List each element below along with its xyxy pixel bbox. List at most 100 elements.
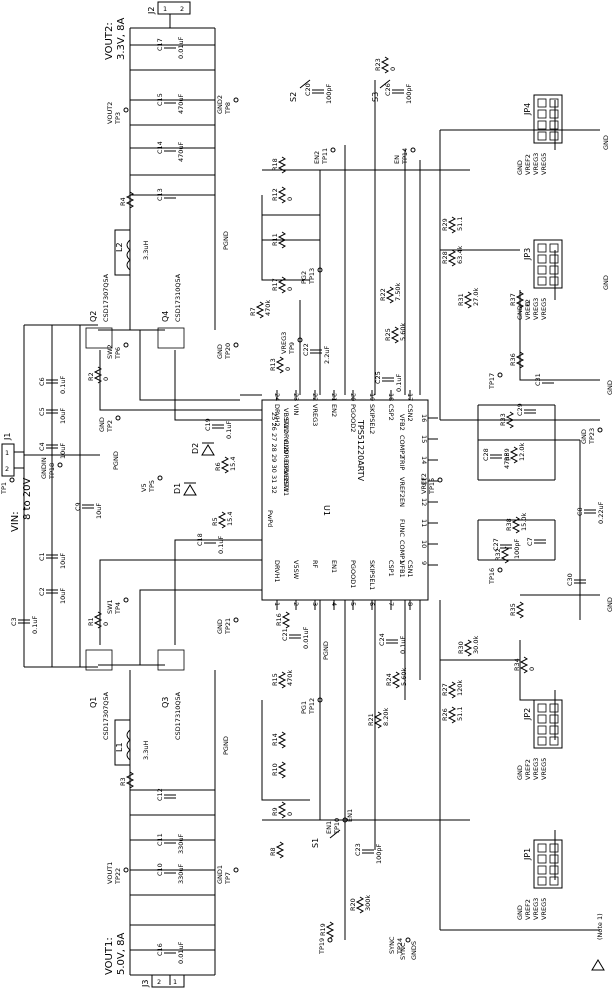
capacitor-ref: C8: [576, 507, 584, 516]
ic-part: TPS51220ARTV: [356, 419, 365, 482]
testpoint-ref: TP10: [333, 818, 341, 835]
ic-pin-name: DRVL1: [282, 461, 290, 482]
testpoint-label: GNDIN: [40, 457, 48, 479]
capacitor: C7: [526, 537, 546, 546]
resistor: R10: [271, 761, 287, 779]
ic-pin-name: V5SW: [292, 560, 300, 580]
resistor-ref: R23: [374, 58, 382, 71]
resistor-value: 120k: [456, 680, 464, 696]
mosfet-q2-part: CSD17307Q5A: [102, 273, 110, 322]
warning-triangle-icon: [591, 959, 605, 971]
connector-pin: 1: [163, 5, 167, 13]
resistor-value: 15.0k: [520, 513, 528, 531]
resistor: R14: [271, 731, 287, 749]
connector-pin: 1: [173, 978, 177, 986]
jumper-pin-label: GND: [516, 905, 524, 920]
connector-j3-ref: J3: [141, 980, 150, 988]
ic-pin-name: DRVH2: [273, 404, 281, 427]
ic-pin-number: 29: [270, 454, 278, 462]
ic-pin-name: SKIPSEL2: [368, 404, 376, 434]
testpoint-ref: TP12: [308, 698, 316, 715]
capacitor-value: 100pF: [513, 538, 521, 559]
net-label-pgnd: PGND: [222, 736, 230, 755]
resistor-value: 300k: [364, 895, 372, 911]
switch-s1-ref: S1: [311, 838, 320, 848]
switch-s1-label: EN1: [346, 809, 354, 822]
vout1-label: VOUT1:: [104, 937, 115, 975]
testpoint-label: VOUT2: [106, 102, 114, 124]
resistor-ref: R33: [499, 413, 507, 426]
ic-pin-number: 27: [270, 433, 278, 441]
ic-pin-number: 2: [292, 602, 300, 606]
testpoint-ref: TP24: [396, 938, 404, 955]
inductor-l1-value: 3.3uH: [142, 741, 150, 760]
jumper-pin-label: VREG3: [532, 298, 540, 320]
capacitor-ref: C13: [156, 188, 164, 201]
resistor-ref: R26: [441, 708, 449, 721]
resistor-ref: R6: [214, 462, 222, 471]
testpoint-label: SW2: [106, 344, 114, 359]
ic-pin-name: SW2: [282, 419, 290, 434]
mosfet-q4-part: CSD17310Q5A: [174, 273, 182, 322]
ic-pin-name: SW1: [282, 482, 290, 497]
capacitor: C29: [516, 403, 536, 416]
capacitor-ref: C17: [156, 38, 164, 51]
connector-j2: J2 1 2: [147, 1, 191, 15]
diode-d2-ref: D2: [191, 443, 200, 454]
capacitor-ref: C30: [566, 573, 574, 586]
capacitor-value: 10uF: [59, 443, 67, 459]
connector-j1: J1 1 2: [1, 433, 15, 477]
capacitor-value: 0.01uF: [302, 626, 310, 649]
capacitor-value: 330uF: [177, 833, 185, 854]
inductor-l2-ref: L2: [115, 242, 124, 252]
jumper-pin-label: VREF2: [524, 899, 532, 920]
mosfet-q3-ref: Q3: [161, 697, 170, 708]
ic-pin-name: CSN1: [406, 560, 414, 578]
testpoint: TP19: [318, 937, 333, 955]
mosfet-q3: Q3 CSD17310Q5A: [157, 649, 185, 740]
note-marker: (Note 1): [591, 913, 605, 971]
jumper-pin-label: VREG5: [540, 153, 548, 175]
ic-u1-body: [261, 399, 429, 601]
jumper-pin-label: GND: [516, 305, 524, 320]
capacitor-ref: C29: [516, 403, 524, 416]
capacitor-ref: C31: [534, 373, 542, 386]
ic-pin-number: 16: [420, 414, 428, 422]
testpoint-ref: TP18: [48, 463, 56, 480]
ic-pin-name: SKIPSEL1: [368, 560, 376, 590]
capacitor-value: 470uF: [177, 141, 185, 162]
capacitor: C13: [156, 188, 176, 201]
capacitor-value: 470uF: [177, 93, 185, 114]
inductor-l2: L2 3.3uH: [115, 239, 150, 271]
testpoint-ref: TP19: [318, 938, 326, 955]
resistor-ref: R28: [441, 251, 449, 264]
resistor-value: 12.0k: [518, 443, 526, 461]
capacitor-ref: C26: [384, 83, 392, 96]
resistor-ref: R7: [249, 307, 257, 316]
resistor-ref: R35: [509, 603, 517, 616]
jumper-pin-label: GND: [516, 765, 524, 780]
capacitor-value: 100pF: [325, 83, 333, 104]
ic-pin-name: VBST1: [282, 471, 290, 492]
testpoint-ref: TP6: [114, 347, 122, 360]
resistor: R19: [319, 921, 335, 939]
ic-pins-bottom: 16VFB215COMP214TRIP13VREF212EN11FUNC10CO…: [398, 414, 438, 578]
resistor-ref: R19: [319, 923, 327, 936]
